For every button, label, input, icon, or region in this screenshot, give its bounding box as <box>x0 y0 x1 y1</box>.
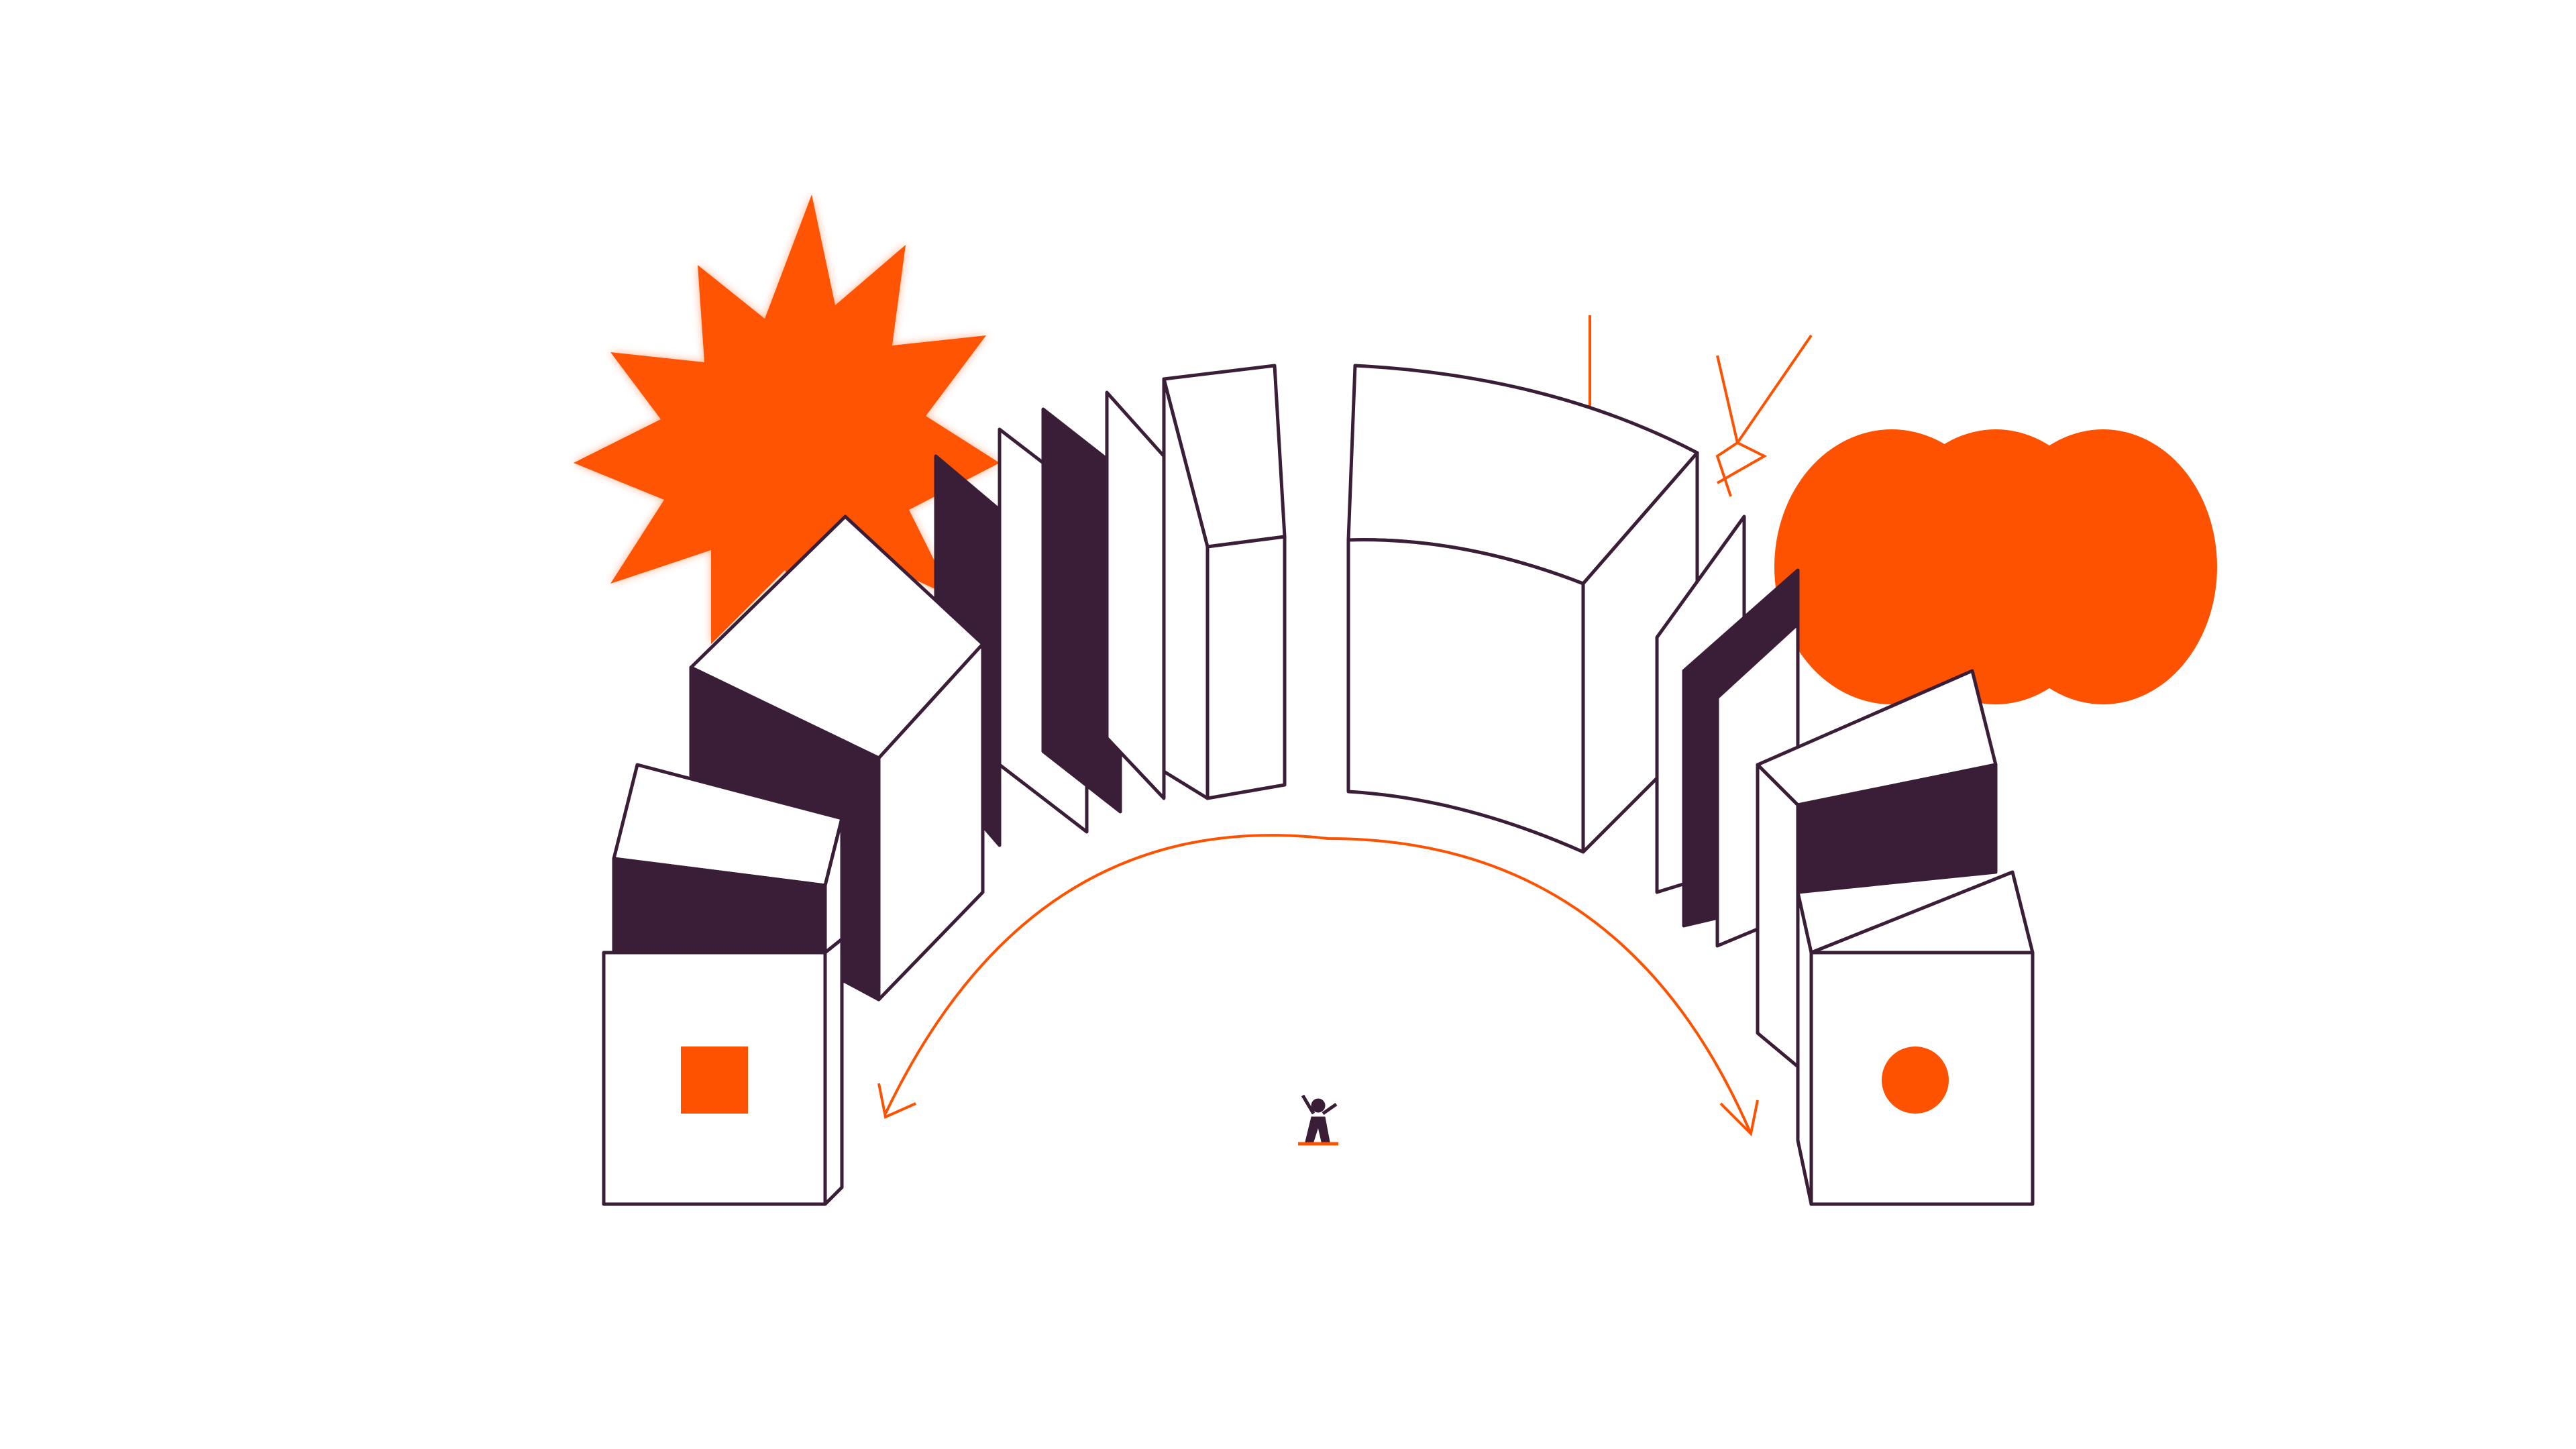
block-left-center-lower <box>1205 535 1287 800</box>
curved-double-arrow <box>877 834 1759 1137</box>
panel-light-2 <box>1105 390 1166 800</box>
house-right-left-side <box>1756 763 1800 1069</box>
house-left-right-face <box>877 642 985 1002</box>
panel-dark-2 <box>1041 407 1122 814</box>
block-center-front <box>1346 538 1585 854</box>
box-bottom-left-side <box>823 937 844 1206</box>
box-bottom-left <box>602 951 827 1206</box>
box-bottom-right-top <box>1809 870 2035 955</box>
small-person-figure <box>1298 1094 1338 1146</box>
box-bottom-right-side <box>1796 890 1813 1206</box>
triple-oval-shape <box>1774 429 2217 704</box>
square-symbol <box>681 1046 748 1114</box>
circle-symbol <box>1882 1046 1949 1114</box>
starburst-shape <box>574 195 1000 657</box>
